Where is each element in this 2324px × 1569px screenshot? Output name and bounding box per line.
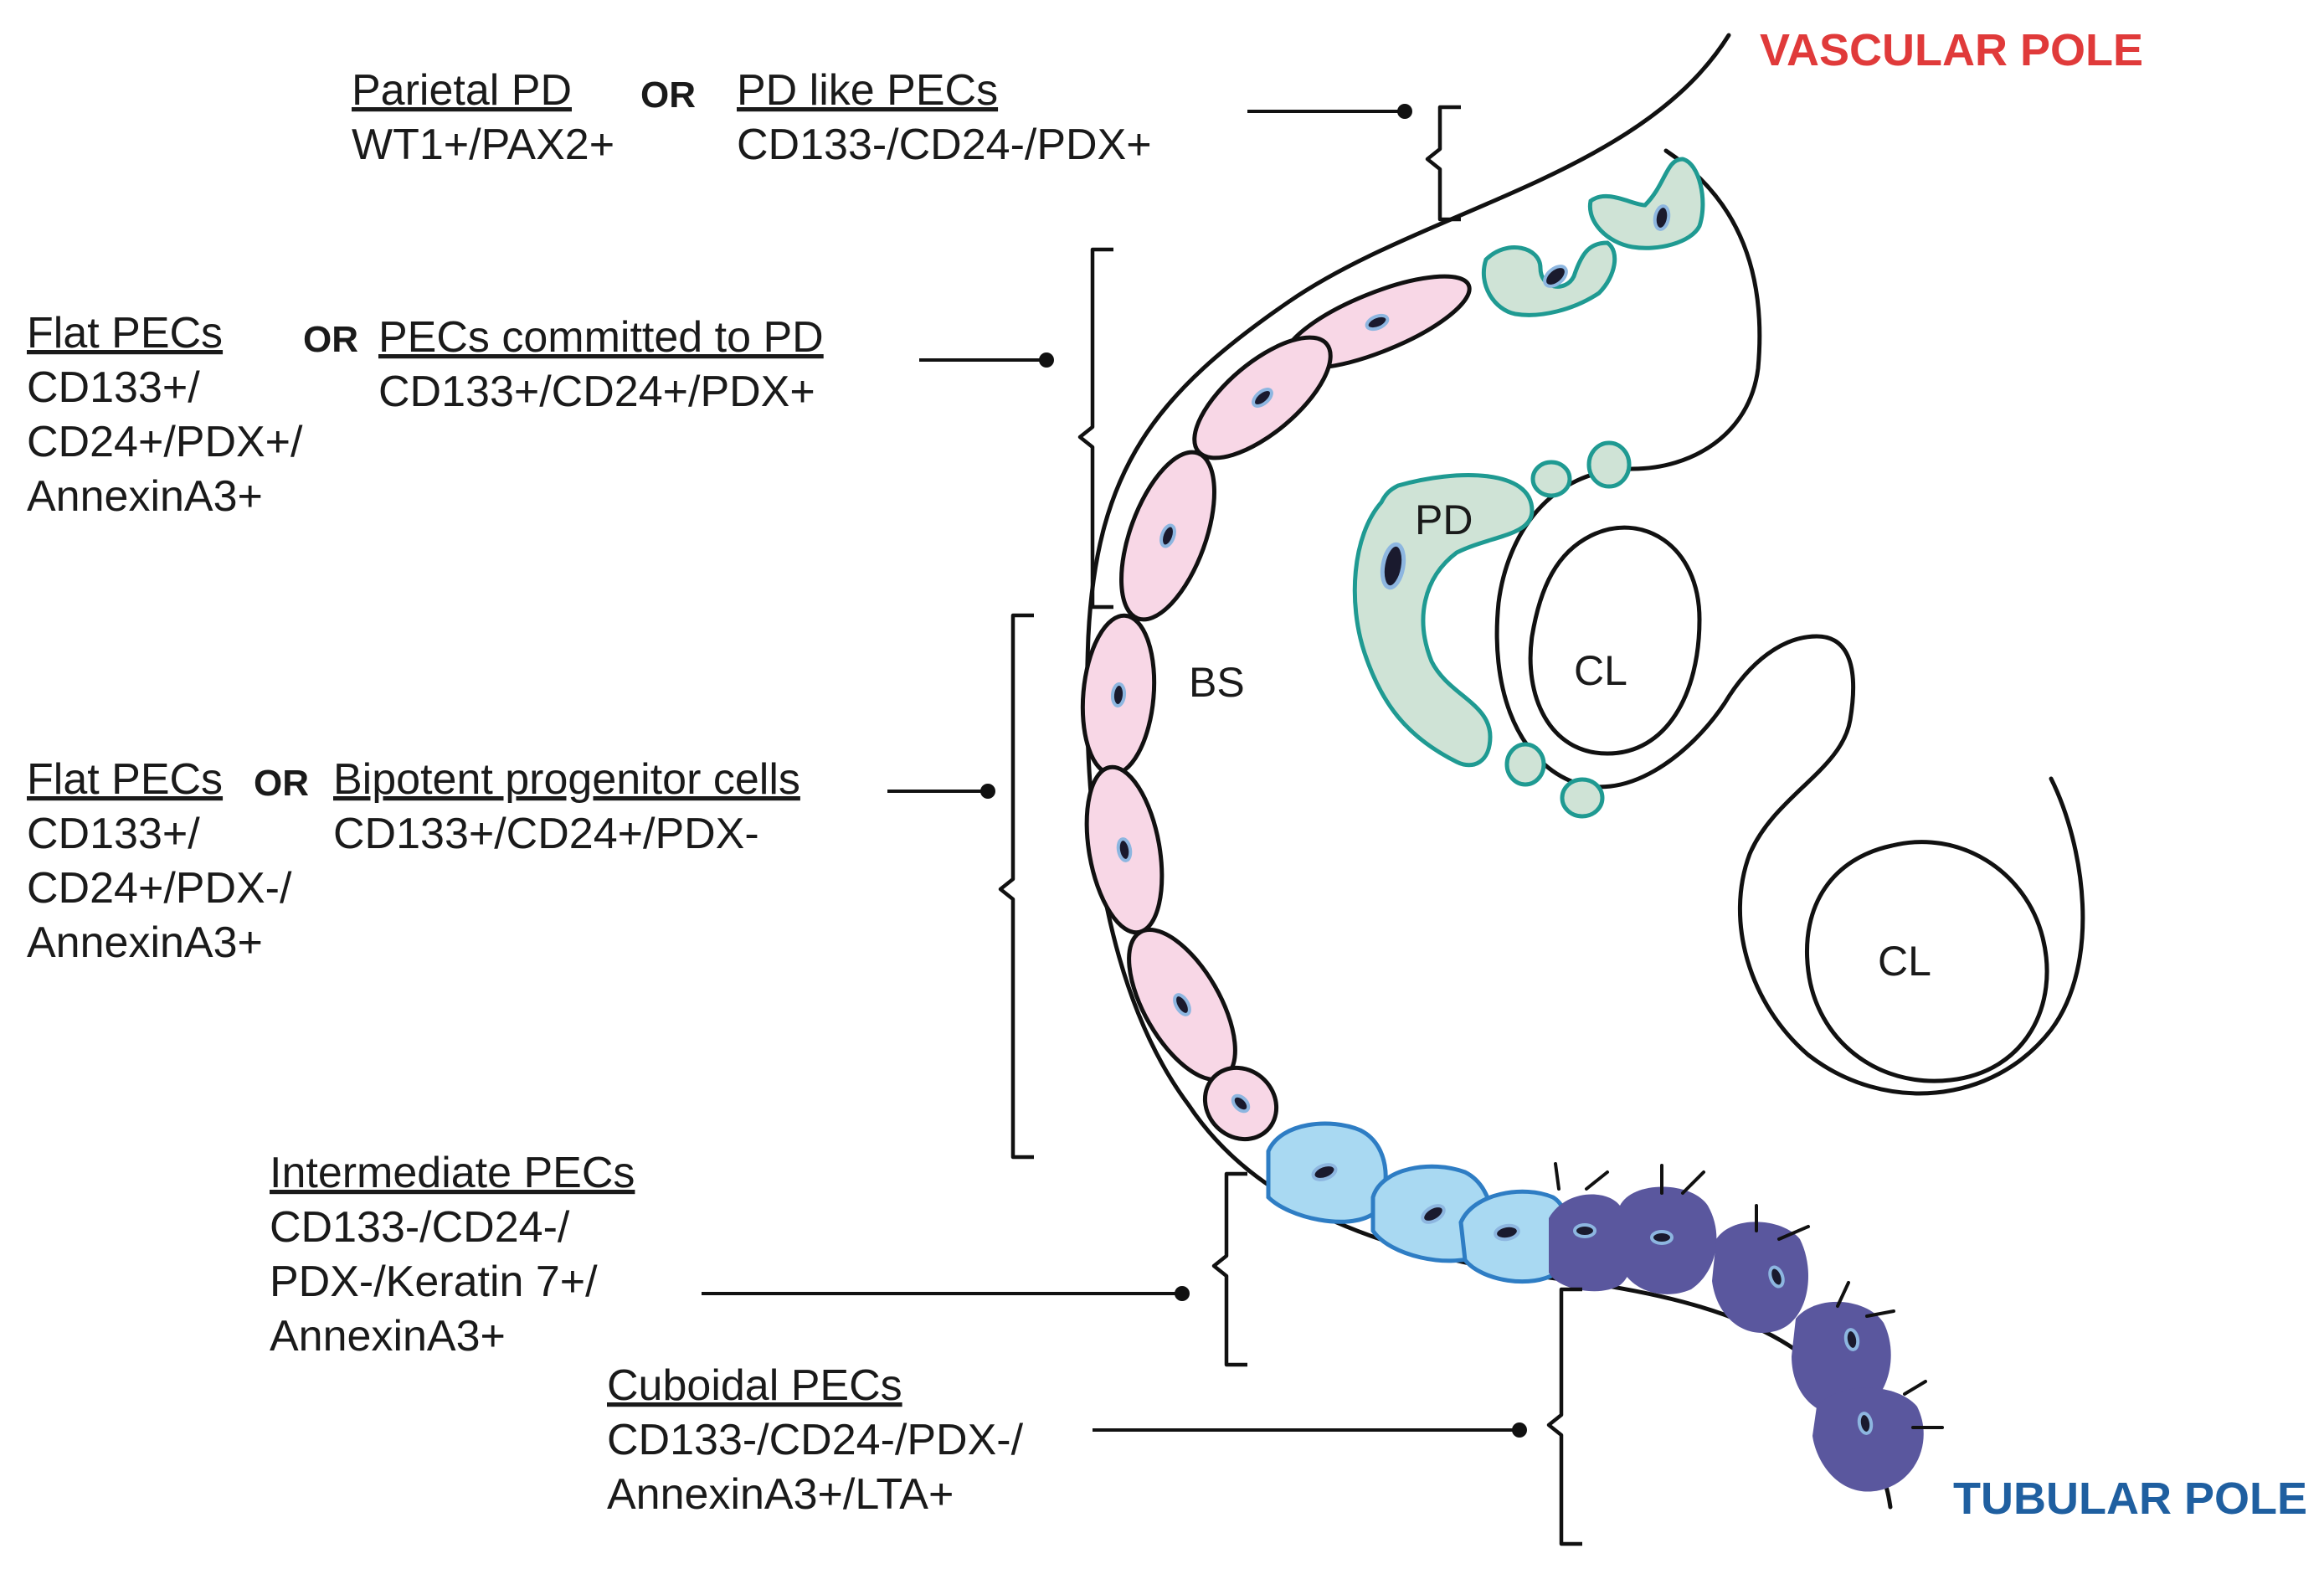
capillary-lumen-label-upper: CL [1574, 647, 1627, 694]
intermediate-pec-nucleus [1494, 1223, 1520, 1242]
capillary-lumen-label-lower: CL [1878, 938, 1931, 985]
or-connector: OR [640, 75, 696, 116]
cuboidal-pecs-title: Cuboidal PECs [607, 1361, 902, 1410]
intermediate-pec-cells [1266, 1121, 1571, 1284]
podocyte-nucleus-top-2 [1653, 204, 1671, 231]
cuboidal-pec-nucleus [1573, 1223, 1596, 1238]
flat-pec-nucleus [1252, 388, 1273, 408]
cuboidal-pec-cell [1792, 1301, 1891, 1416]
pd-like-pecs-title: PD like PECs [737, 66, 998, 115]
podocyte-foot-1 [1530, 460, 1572, 498]
cuboidal-pec-nucleus [1650, 1230, 1674, 1245]
leader-parietal-pd [1247, 104, 1412, 119]
brace-parietal-pd [1425, 105, 1461, 222]
intermediate-pec-nucleus [1421, 1204, 1446, 1224]
pd-like-pecs-marker: CD133-/CD24-/PDX+ [737, 121, 1152, 169]
podocyte-foot-4 [1560, 777, 1605, 819]
cuboidal-pec-cell [1812, 1387, 1924, 1492]
flat-pecs-marker: CD133+/ [27, 810, 200, 858]
capillary-lumen-lower-shape [1805, 840, 2049, 1083]
brace-cuboidal [1546, 1287, 1582, 1546]
podocyte-foot-3 [1504, 742, 1546, 787]
intermediate-pecs-title: Intermediate PECs [270, 1149, 635, 1197]
label-group-flat-committed: Flat PECs CD133+/ CD24+/PDX+/ AnnexinA3+… [27, 309, 824, 521]
podocyte-label: PD [1415, 496, 1473, 543]
cuboidal-pec-cells [1549, 1162, 1944, 1492]
flat-pec-nucleus [1231, 1093, 1251, 1114]
intermediate-pecs-marker: PDX-/Keratin 7+/ [270, 1258, 598, 1306]
leader-flat-committed [919, 352, 1054, 368]
flat-pecs-marker: CD133+/ [27, 363, 200, 412]
flat-pec-cells [1080, 274, 1472, 1142]
podocyte-nucleus-top-1 [1543, 265, 1568, 288]
flat-pec-nucleus [1173, 993, 1191, 1016]
cuboidal-pecs-marker: AnnexinA3+/LTA+ [607, 1470, 954, 1519]
flat-pec-nucleus [1159, 523, 1176, 548]
cuboidal-pec-cell [1712, 1222, 1808, 1333]
podocyte-foot-2 [1586, 440, 1632, 489]
vascular-pole-label: VASCULAR POLE [1760, 25, 2143, 75]
flat-pecs-marker: AnnexinA3+ [27, 918, 263, 967]
bipotent-title: Bipotent progenitor cells [333, 755, 800, 804]
brace-intermediate [1211, 1171, 1247, 1367]
cilia [1554, 1162, 1944, 1429]
cuboidal-pec-nucleus [1857, 1412, 1874, 1435]
pecs-committed-title: PECs committed to PD [378, 313, 824, 362]
intermediate-pecs-marker: CD133-/CD24-/ [270, 1203, 570, 1252]
label-group-cuboidal: Cuboidal PECs CD133-/CD24-/PDX-/ Annexin… [607, 1361, 1024, 1519]
glomerular-tuft-outline [1494, 148, 2085, 1096]
flat-pec-nucleus [1116, 837, 1133, 862]
podocyte-top-1 [1481, 240, 1617, 317]
leader-flat-bipotent [887, 784, 995, 799]
flat-pecs-marker: CD24+/PDX-/ [27, 864, 292, 913]
flat-pec-nucleus [1365, 313, 1390, 332]
brace-flat-bipotent [998, 613, 1034, 1160]
parietal-pd-marker: WT1+/PAX2+ [352, 121, 614, 169]
intermediate-pecs-marker: AnnexinA3+ [270, 1312, 506, 1361]
pecs-committed-marker: CD133+/CD24+/PDX+ [378, 368, 815, 416]
podocyte-top-2 [1587, 157, 1705, 250]
tubular-pole-label: TUBULAR POLE [1953, 1474, 2307, 1524]
cuboidal-pec-nucleus [1843, 1328, 1860, 1351]
brace-flat-committed [1077, 247, 1113, 610]
label-group-flat-bipotent: Flat PECs CD133+/ CD24+/PDX-/ AnnexinA3+… [27, 755, 800, 967]
or-connector: OR [254, 763, 309, 804]
label-group-intermediate: Intermediate PECs CD133-/CD24-/ PDX-/Ker… [270, 1149, 635, 1361]
cuboidal-pec-nucleus [1768, 1265, 1785, 1289]
bipotent-marker: CD133+/CD24+/PDX- [333, 810, 759, 858]
leader-cuboidal [1093, 1422, 1527, 1438]
capillary-lumen-upper-shape [1528, 525, 1702, 756]
flat-pecs-marker: CD24+/PDX+/ [27, 418, 303, 466]
parietal-pd-title: Parietal PD [352, 66, 572, 115]
cuboidal-pecs-marker: CD133-/CD24-/PDX-/ [607, 1416, 1024, 1464]
bowman-space-label: BS [1189, 659, 1245, 706]
flat-pecs-marker: AnnexinA3+ [27, 472, 263, 521]
podocyte-nucleus-main [1380, 542, 1406, 590]
flat-pec-nucleus [1110, 682, 1127, 707]
intermediate-pec-nucleus [1311, 1163, 1338, 1181]
or-connector: OR [303, 319, 358, 360]
flat-pecs-title: Flat PECs [27, 755, 223, 804]
podocyte-cells [1352, 157, 1705, 819]
leader-intermediate [702, 1286, 1190, 1301]
flat-pecs-title: Flat PECs [27, 309, 223, 358]
label-group-parietal-pd: Parietal PD WT1+/PAX2+ OR PD like PECs C… [352, 66, 1152, 169]
cuboidal-pec-cell [1549, 1194, 1634, 1292]
